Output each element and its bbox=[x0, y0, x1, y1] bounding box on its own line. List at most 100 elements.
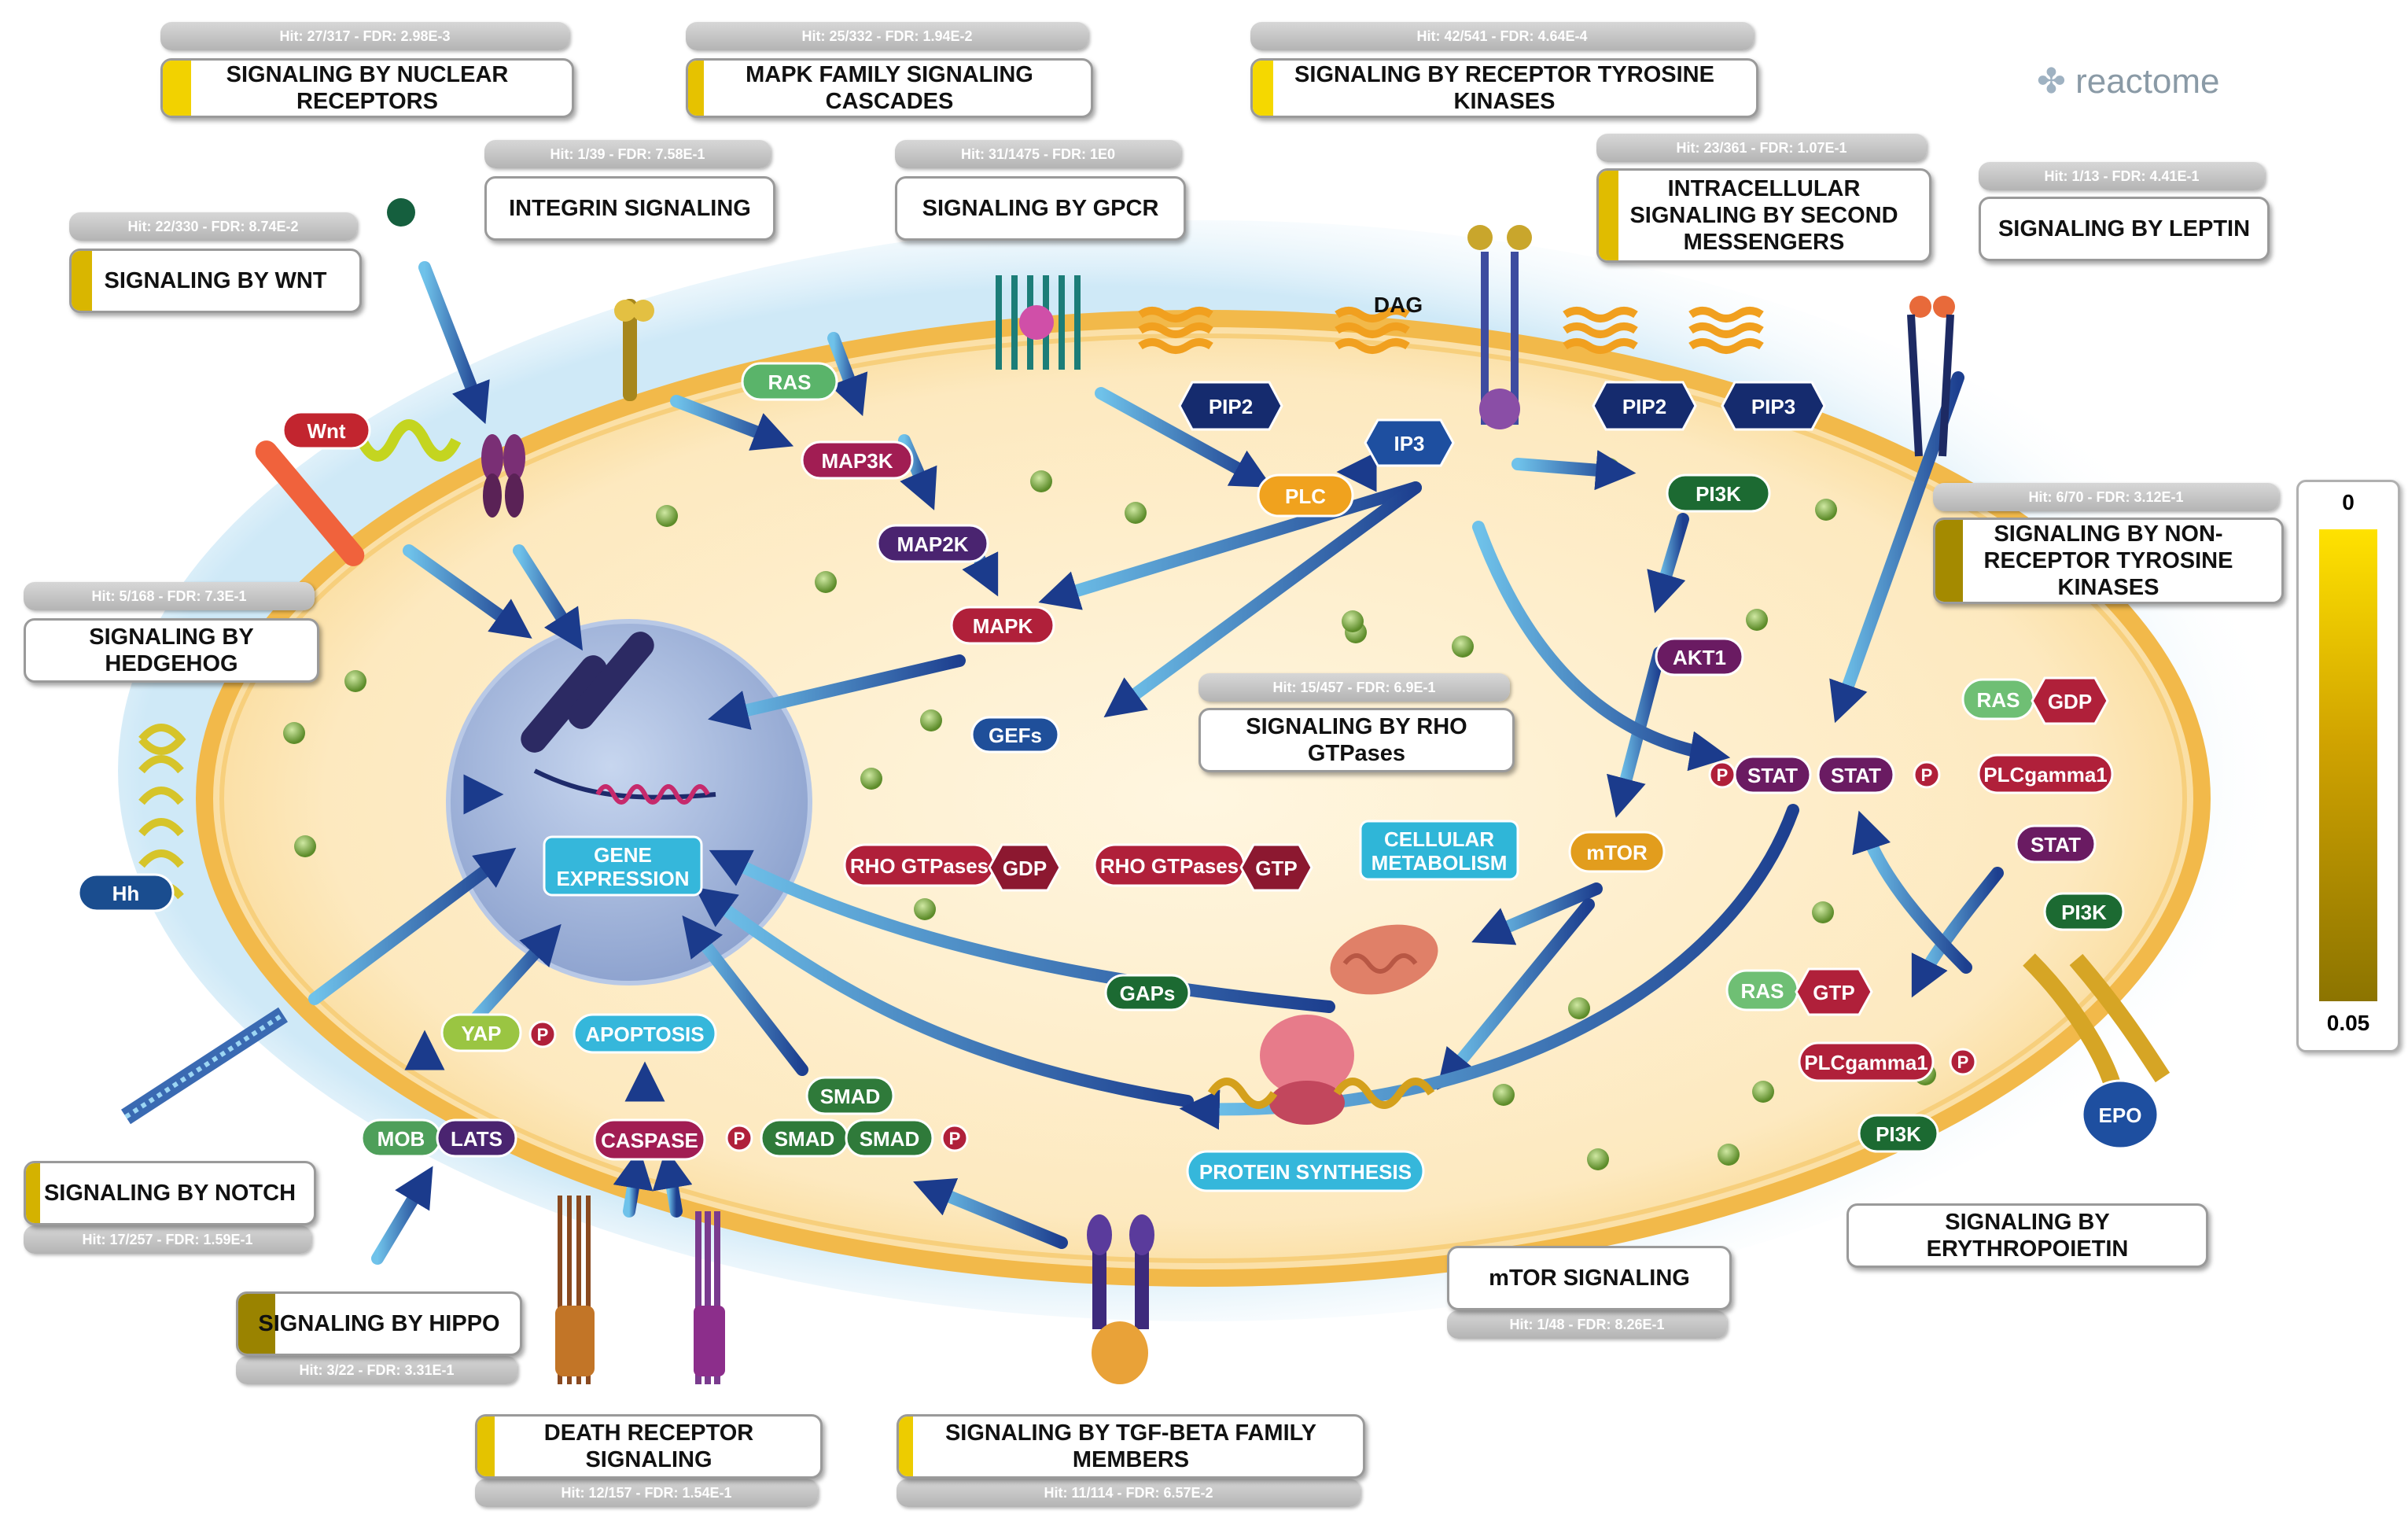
reactome-logo-text: reactome bbox=[2075, 62, 2220, 101]
molecule-stat-right: STAT bbox=[2015, 824, 2097, 864]
pathway-button-non-receptor-tk[interactable]: SIGNALING BY NON-RECEPTOR TYROSINE KINAS… bbox=[1933, 518, 2284, 604]
chromosome-icon bbox=[521, 632, 654, 753]
tgf-beta-receptor-icon bbox=[1087, 1214, 1154, 1384]
ribosome-icon bbox=[1207, 1015, 1435, 1125]
pathway-stat-mapk: Hit: 25/332 - FDR: 1.94E-2 bbox=[686, 22, 1088, 50]
pathway-significance-fill bbox=[238, 1294, 275, 1354]
pathway-button-leptin[interactable]: SIGNALING BY LEPTIN bbox=[1979, 197, 2270, 261]
molecule-gdp-right: GDP bbox=[2031, 676, 2109, 725]
pathway-stat-integrin: Hit: 1/39 - FDR: 7.58E-1 bbox=[484, 140, 771, 168]
pathway-label: SIGNALING BY NON-RECEPTOR TYROSINE KINAS… bbox=[1983, 521, 2233, 600]
molecule-plc: PLC bbox=[1257, 473, 1354, 518]
pathway-stat-death-receptor: Hit: 12/157 - FDR: 1.54E-1 bbox=[475, 1479, 818, 1507]
cell-membrane-inner bbox=[219, 333, 2187, 1263]
pathway-button-death-receptor[interactable]: DEATH RECEPTOR SIGNALING bbox=[475, 1414, 823, 1479]
molecule-label: METABOLISM bbox=[1372, 851, 1508, 875]
pathway-button-hedgehog[interactable]: SIGNALING BY HEDGEHOG bbox=[24, 618, 319, 683]
molecule-akt1: AKT1 bbox=[1655, 637, 1744, 676]
pathway-button-mtor[interactable]: mTOR SIGNALING bbox=[1447, 1246, 1732, 1310]
molecule-pi3k-low: PI3K bbox=[1858, 1114, 1939, 1153]
molecule-protein-synthesis: PROTEIN SYNTHESIS bbox=[1186, 1150, 1425, 1192]
reactome-logo-icon: ✤ bbox=[2037, 62, 2066, 101]
molecule-label: STAT bbox=[1747, 764, 1798, 787]
molecule-smad: SMAD bbox=[845, 1118, 934, 1158]
molecule-label: STAT bbox=[2031, 833, 2081, 857]
molecule-rho-gtp-label: RHO GTPases bbox=[1093, 843, 1246, 887]
molecule-epo: EPO bbox=[2081, 1079, 2159, 1150]
pathway-stat-hippo: Hit: 3/22 - FDR: 3.31E-1 bbox=[236, 1356, 517, 1384]
pathway-label: SIGNALING BY HEDGEHOG bbox=[89, 624, 254, 676]
molecule-pi3k-top: PI3K bbox=[1666, 473, 1771, 513]
pathway-button-second-messengers[interactable]: INTRACELLULAR SIGNALING BY SECOND MESSEN… bbox=[1596, 168, 1931, 263]
phosphate-label: P bbox=[1717, 765, 1729, 785]
phosphate-marker: P bbox=[941, 1124, 969, 1152]
molecule-mtor: mTOR bbox=[1568, 831, 1666, 873]
dag-lipid-icons bbox=[1138, 307, 1764, 354]
leptin-receptor-icon bbox=[1907, 296, 1955, 457]
molecule-map2k: MAP2K bbox=[876, 524, 989, 563]
molecule-pi3k-right: PI3K bbox=[2043, 892, 2125, 931]
molecule-smad: SMAD bbox=[805, 1076, 895, 1115]
pathway-label: SIGNALING BY NOTCH bbox=[43, 1181, 296, 1206]
molecule-label: SMAD bbox=[820, 1085, 881, 1108]
pathway-significance-fill bbox=[72, 251, 92, 311]
molecule-label: MAPK bbox=[973, 614, 1033, 638]
molecule-mob: MOB bbox=[360, 1118, 442, 1158]
phosphate-marker: P bbox=[1708, 761, 1736, 789]
molecule-label: APOPTOSIS bbox=[585, 1022, 704, 1046]
integrin-receptor-icon bbox=[481, 434, 525, 518]
pathway-stat-non-receptor-tk: Hit: 6/70 - FDR: 3.12E-1 bbox=[1933, 483, 2279, 511]
pathway-button-gpcr[interactable]: SIGNALING BY GPCR bbox=[895, 176, 1186, 241]
mitochondrion-icon bbox=[1330, 924, 1438, 995]
pathway-stat-leptin: Hit: 1/13 - FDR: 4.41E-1 bbox=[1979, 162, 2265, 190]
phosphate-marker: P bbox=[1949, 1048, 1977, 1076]
molecule-label: PLC bbox=[1285, 484, 1326, 508]
pathway-stat-wnt: Hit: 22/330 - FDR: 8.74E-2 bbox=[69, 212, 357, 241]
molecule-label: CASPASE bbox=[601, 1129, 698, 1152]
pathway-significance-fill bbox=[477, 1417, 495, 1476]
pathway-button-notch[interactable]: SIGNALING BY NOTCH bbox=[24, 1161, 316, 1225]
pathway-button-hippo[interactable]: SIGNALING BY HIPPO bbox=[236, 1291, 522, 1356]
molecule-label: SMAD bbox=[775, 1127, 835, 1151]
molecule-label: MOB bbox=[377, 1127, 425, 1151]
molecule-pip2-left: PIP2 bbox=[1178, 381, 1283, 431]
pathway-label: mTOR SIGNALING bbox=[1489, 1266, 1690, 1291]
death-receptor-icon bbox=[555, 1196, 725, 1384]
pathway-label: SIGNALING BY LEPTIN bbox=[1997, 216, 2251, 241]
molecule-label: MAP3K bbox=[821, 449, 893, 473]
pathway-label: INTEGRIN SIGNALING bbox=[509, 196, 751, 221]
phosphate-label: P bbox=[734, 1129, 746, 1148]
molecule-label: GDP bbox=[2048, 690, 2092, 713]
molecule-dag: DAG bbox=[1374, 293, 1423, 317]
pathway-button-rho[interactable]: SIGNALING BY RHO GTPases bbox=[1198, 708, 1515, 772]
pathway-button-erythropoietin[interactable]: SIGNALING BY ERYTHROPOIETIN bbox=[1847, 1203, 2208, 1268]
receptor-yellow-icon bbox=[614, 299, 654, 401]
pathway-button-nuclear-receptors[interactable]: SIGNALING BY NUCLEAR RECEPTORS bbox=[160, 58, 574, 118]
pathway-button-rtk[interactable]: SIGNALING BY RECEPTOR TYROSINE KINASES bbox=[1250, 58, 1758, 118]
pathway-arrows bbox=[230, 261, 2004, 1265]
pathway-significance-fill bbox=[899, 1417, 913, 1476]
fdr-color-legend: 0 0.05 bbox=[2296, 480, 2400, 1052]
pathway-button-integrin[interactable]: INTEGRIN SIGNALING bbox=[484, 176, 775, 241]
pathway-button-wnt[interactable]: SIGNALING BY WNT bbox=[69, 249, 362, 313]
molecule-ras-right: RAS bbox=[1961, 678, 2035, 720]
pathway-label: SIGNALING BY NUCLEAR RECEPTORS bbox=[226, 62, 509, 114]
molecule-lats: LATS bbox=[436, 1118, 517, 1158]
pathway-significance-fill bbox=[1599, 171, 1619, 260]
molecule-label: EPO bbox=[2099, 1103, 2142, 1127]
pathway-stat-notch: Hit: 17/257 - FDR: 1.59E-1 bbox=[24, 1225, 311, 1254]
pathway-button-tgf-beta[interactable]: SIGNALING BY TGF-BETA FAMILY MEMBERS bbox=[897, 1414, 1365, 1479]
molecule-gefs: GEFs bbox=[970, 716, 1060, 753]
pathway-button-mapk[interactable]: MAPK FAMILY SIGNALING CASCADES bbox=[686, 58, 1093, 118]
molecule-plcg-top: PLCgamma1 bbox=[1977, 753, 2114, 794]
pathway-significance-fill bbox=[688, 61, 705, 116]
molecule-label: MAP2K bbox=[897, 532, 968, 556]
phosphate-label: P bbox=[537, 1025, 549, 1045]
molecule-label: PI3K bbox=[1696, 482, 1741, 506]
phosphate-label: P bbox=[1921, 765, 1933, 785]
molecule-ras: RAS bbox=[741, 362, 838, 401]
